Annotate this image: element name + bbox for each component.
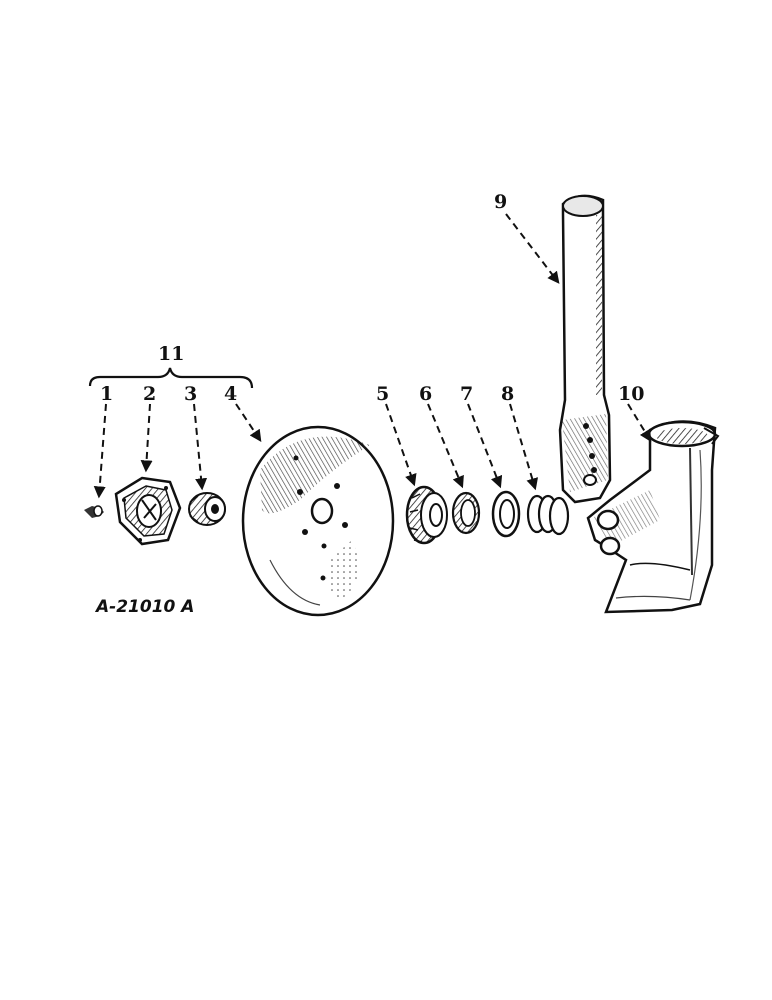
leader-3 bbox=[193, 403, 208, 491]
group-bracket-11 bbox=[88, 367, 254, 389]
callout-5: 5 bbox=[376, 383, 389, 405]
part-8-spacer bbox=[526, 494, 570, 536]
leader-7 bbox=[467, 403, 503, 489]
leader-9 bbox=[505, 213, 560, 284]
callout-labels: 11 1 2 3 4 5 6 7 8 9 10 bbox=[100, 191, 644, 405]
part-9-standard bbox=[558, 194, 612, 504]
leader-1 bbox=[93, 403, 107, 499]
callout-2: 2 bbox=[143, 383, 156, 405]
callout-8: 8 bbox=[501, 383, 514, 405]
part-1-grease-fitting bbox=[84, 505, 104, 518]
callout-3: 3 bbox=[184, 383, 197, 405]
leader-5 bbox=[385, 403, 417, 487]
leader-6 bbox=[427, 403, 464, 489]
leader-2 bbox=[140, 403, 153, 473]
part-5-bearing-nut bbox=[405, 485, 448, 545]
part-10-boot bbox=[586, 420, 720, 614]
figure-reference: A-21010 A bbox=[94, 597, 194, 617]
leader-10 bbox=[627, 403, 652, 443]
callout-7: 7 bbox=[460, 383, 473, 405]
part-6-seal bbox=[451, 491, 481, 535]
part-7-washer bbox=[491, 490, 521, 538]
callout-9: 9 bbox=[494, 191, 507, 213]
leader-8 bbox=[509, 403, 539, 491]
leader-lines bbox=[93, 213, 652, 499]
part-4-disc-blade bbox=[241, 425, 395, 617]
part-3-bearing bbox=[188, 492, 226, 526]
callout-1: 1 bbox=[100, 383, 113, 405]
leader-4 bbox=[235, 403, 262, 442]
callout-4: 4 bbox=[224, 383, 237, 405]
part-2-hub-cap bbox=[114, 476, 182, 546]
callout-10: 10 bbox=[618, 383, 644, 405]
callout-11: 11 bbox=[158, 343, 184, 365]
callout-6: 6 bbox=[419, 383, 432, 405]
